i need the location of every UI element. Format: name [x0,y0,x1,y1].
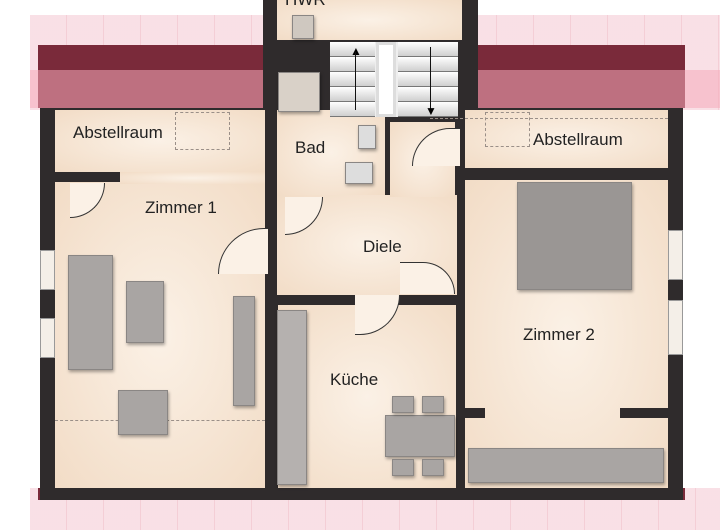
roof-overlay-left [30,70,270,108]
arrow-up-icon: ▲ [350,44,362,58]
room-label-zimmer1: Zimmer 1 [145,198,217,217]
partition-zimmer2-right [620,408,668,418]
arrow-down-icon: ▼ [425,104,437,118]
wardrobe [468,448,664,483]
room-zimmer1-top [120,172,265,184]
room-label-bad: Bad [295,138,326,157]
sink [358,125,376,149]
room-label-hwr: HWR [285,0,326,10]
window-zimmer1-1 [40,250,55,290]
toilet [345,162,373,184]
window-zimmer1-2 [40,318,55,358]
room-abstellraum-left [55,110,265,172]
partition-zimmer2-left [465,408,485,418]
window-zimmer2-1 [668,230,683,280]
chair-1 [392,396,414,413]
chair-3 [392,459,414,476]
dining-table [385,415,455,457]
room-label-abstellraum-right: Abstellraum [533,130,623,149]
chair-2 [422,396,444,413]
room-label-diele: Diele [363,237,402,256]
kitchen-counter [277,310,307,485]
room-label-kueche: Küche [330,370,379,389]
staircase[interactable]: ▲ ▼ [330,42,458,118]
shower [278,72,320,112]
window-zimmer2-2 [668,300,683,355]
sofa [68,255,113,370]
roof-overlay-right [460,70,720,108]
coffee-table [126,281,164,343]
tv-cabinet [233,296,255,406]
washing-machine [292,15,314,39]
armchair [118,390,168,435]
bed [517,182,632,290]
room-label-abstellraum-left: Abstellraum [73,123,163,142]
chair-4 [422,459,444,476]
room-abstellraum-right [465,110,668,168]
room-label-zimmer2: Zimmer 2 [523,325,595,344]
